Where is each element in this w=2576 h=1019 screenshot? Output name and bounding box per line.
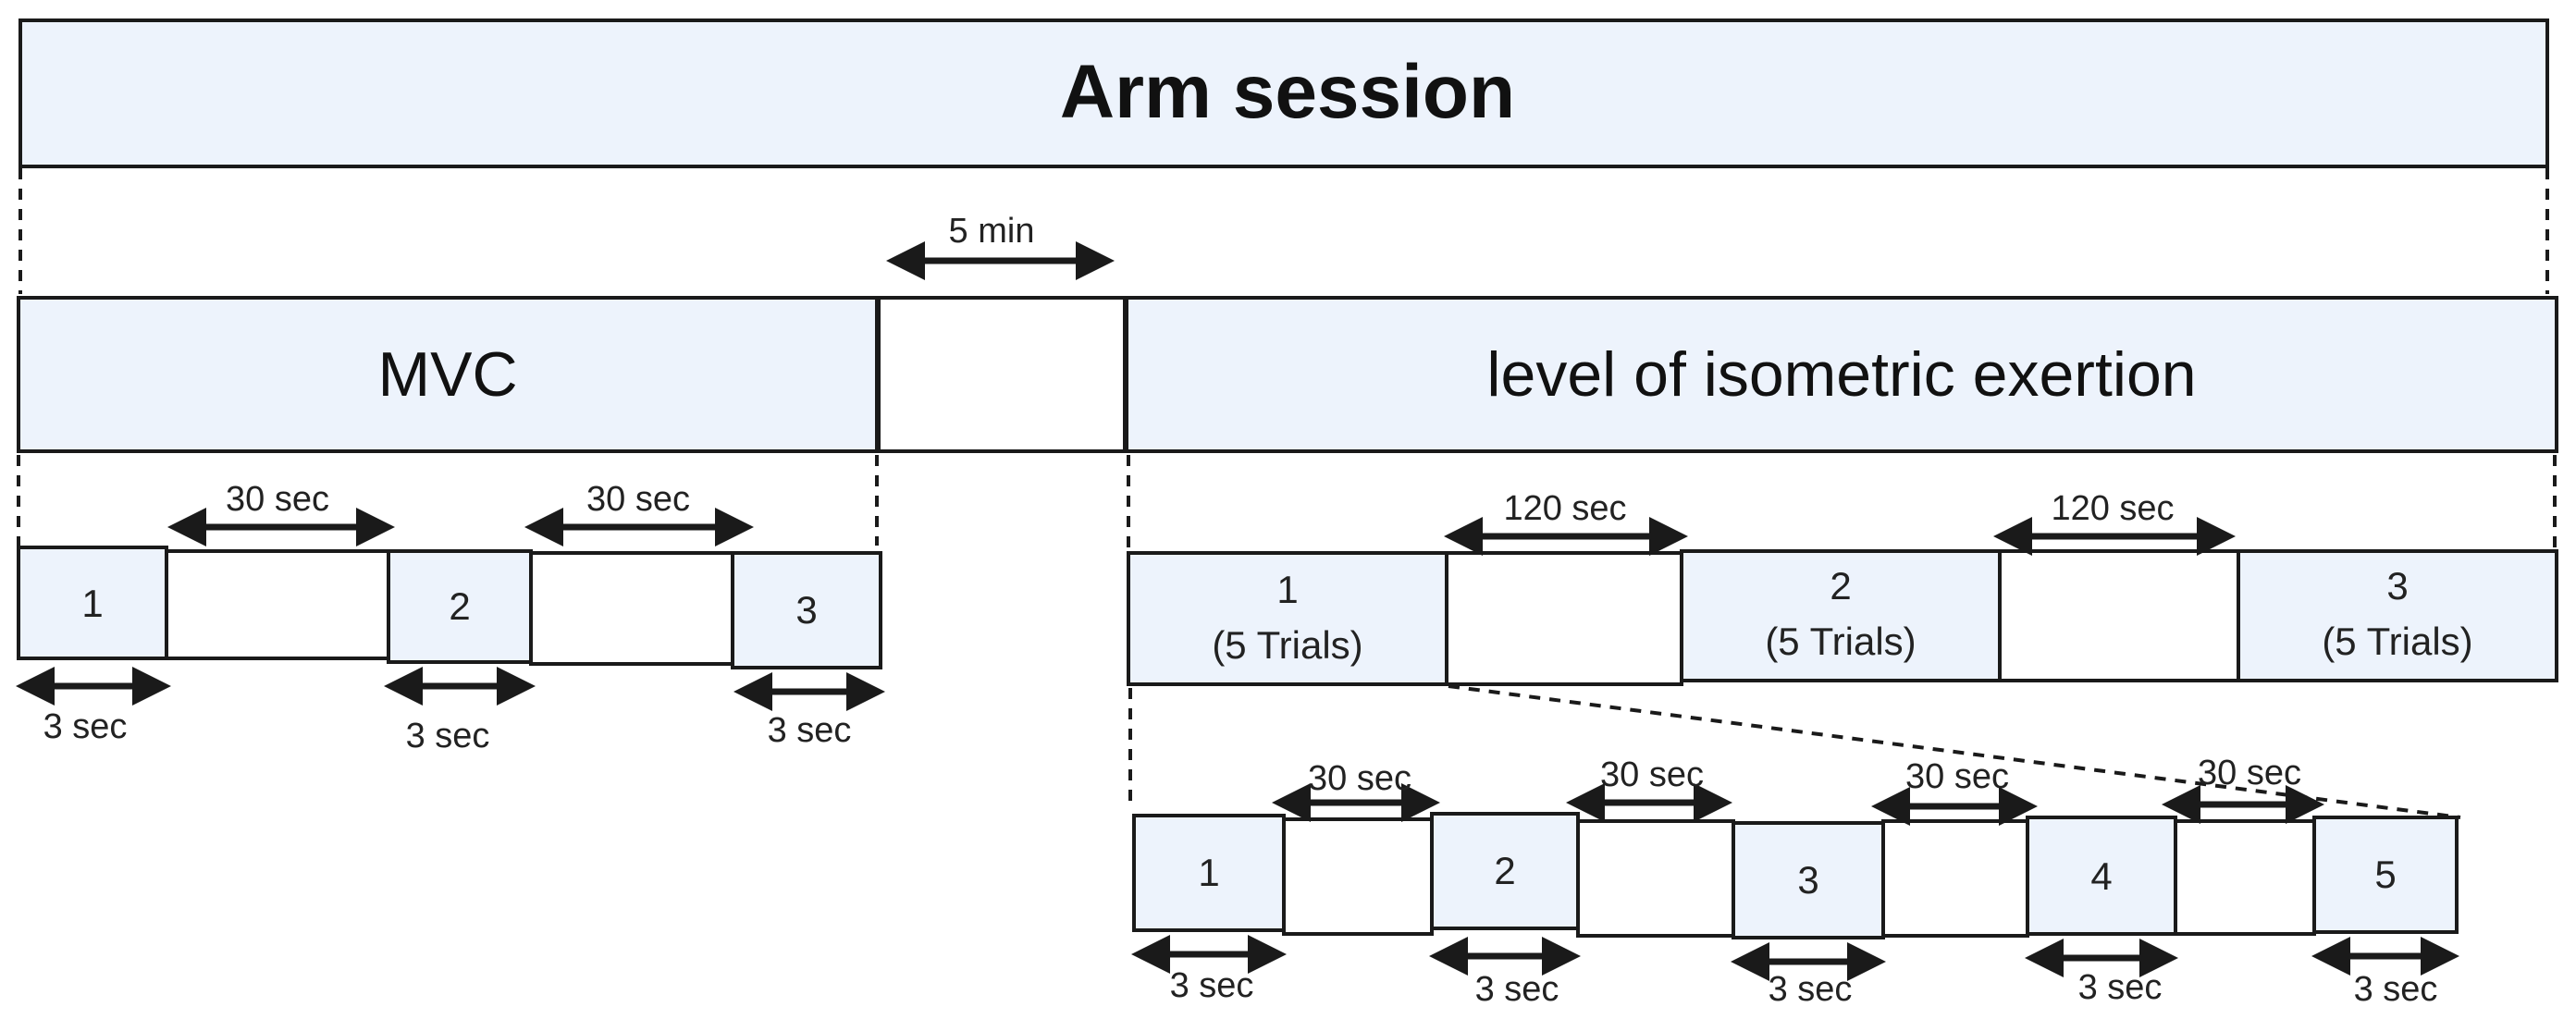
iso-subtrial-3 [1732,821,1885,939]
iso-block-1-number: 1 [1276,568,1298,611]
isometric-section-label: level of isometric exertion [1486,339,2196,410]
iso-subrest-2-duration: 30 sec [1600,755,1704,794]
title-bar [18,18,2549,168]
iso-subtrial-2-duration: 3 sec [1475,970,1559,1009]
mvc-trial-1-duration: 3 sec [43,707,128,746]
iso-subtrial-1 [1132,814,1286,932]
iso-block-2 [1680,549,2002,682]
iso-subtrial-1-duration: 3 sec [1170,966,1254,1005]
mvc-rest-1-duration: 30 sec [226,480,329,519]
mvc-trial-1-number: 1 [81,582,103,625]
section-rest-gap [877,296,1127,453]
iso-block-rest-1 [1445,551,1683,686]
iso-subtrial-4-number: 4 [2090,854,2112,898]
mvc-rest-2 [529,551,734,666]
iso-block-1-detail: (5 Trials) [1212,623,1362,667]
iso-block-row: 1 (5 Trials) 2 (5 Trials) 3 (5 Trials) 1… [1127,489,2558,686]
iso-subtrial-row: 1 2 3 4 5 30 sec 30 sec 30 sec 30 sec 3 … [1131,754,2459,1009]
mvc-trial-2 [387,549,533,664]
mvc-trial-3 [731,551,882,669]
iso-block-2-detail: (5 Trials) [1765,620,1916,663]
iso-subrest-4 [2174,819,2316,936]
iso-subtrial-5-number: 5 [2374,853,2396,896]
iso-subtrial-3-number: 3 [1797,858,1818,902]
iso-block-rest-2 [1998,549,2240,682]
mvc-rest-2-duration: 30 sec [586,480,690,519]
iso-block-3-detail: (5 Trials) [2322,620,2472,663]
mvc-section [17,296,879,453]
iso-subtrial-4-duration: 3 sec [2078,968,2163,1007]
iso-subrest-2 [1576,819,1735,938]
iso-subrest-3-duration: 30 sec [1905,757,2009,796]
iso-subtrial-5 [2312,816,2459,934]
iso-subtrial-1-number: 1 [1198,851,1219,894]
isometric-section [1125,296,2558,453]
iso-subrest-1-duration: 30 sec [1308,759,1411,798]
mvc-trial-2-duration: 3 sec [406,717,490,755]
iso-subtrial-4 [2026,816,2177,936]
mvc-trial-3-number: 3 [795,588,817,632]
iso-subrest-3 [1881,819,2029,938]
page-title: Arm session [1060,50,1515,134]
mvc-rest-1 [165,549,390,660]
mvc-trial-1 [17,546,168,660]
iso-block-3 [2237,549,2558,682]
zoom-connector-right [1448,684,2461,819]
iso-subtrial-5-duration: 3 sec [2354,970,2438,1009]
iso-subtrial-3-duration: 3 sec [1769,970,1853,1009]
mvc-section-label: MVC [377,339,517,410]
iso-block-2-number: 2 [1830,564,1851,608]
iso-subtrial-2-number: 2 [1494,849,1515,892]
iso-subrest-1 [1282,817,1434,936]
mvc-trial-2-number: 2 [449,584,470,628]
iso-block-3-number: 3 [2386,564,2408,608]
iso-subtrial-2 [1430,812,1580,930]
rest-5min-label: 5 min [949,212,1035,251]
mvc-trial-row: 1 2 3 30 sec 30 sec 3 sec 3 sec 3 sec [16,480,885,755]
iso-block-rest-2-duration: 120 sec [2051,489,2174,528]
iso-block-rest-1-duration: 120 sec [1503,489,1626,528]
iso-subrest-4-duration: 30 sec [2198,754,2301,792]
mvc-trial-3-duration: 3 sec [768,711,852,750]
